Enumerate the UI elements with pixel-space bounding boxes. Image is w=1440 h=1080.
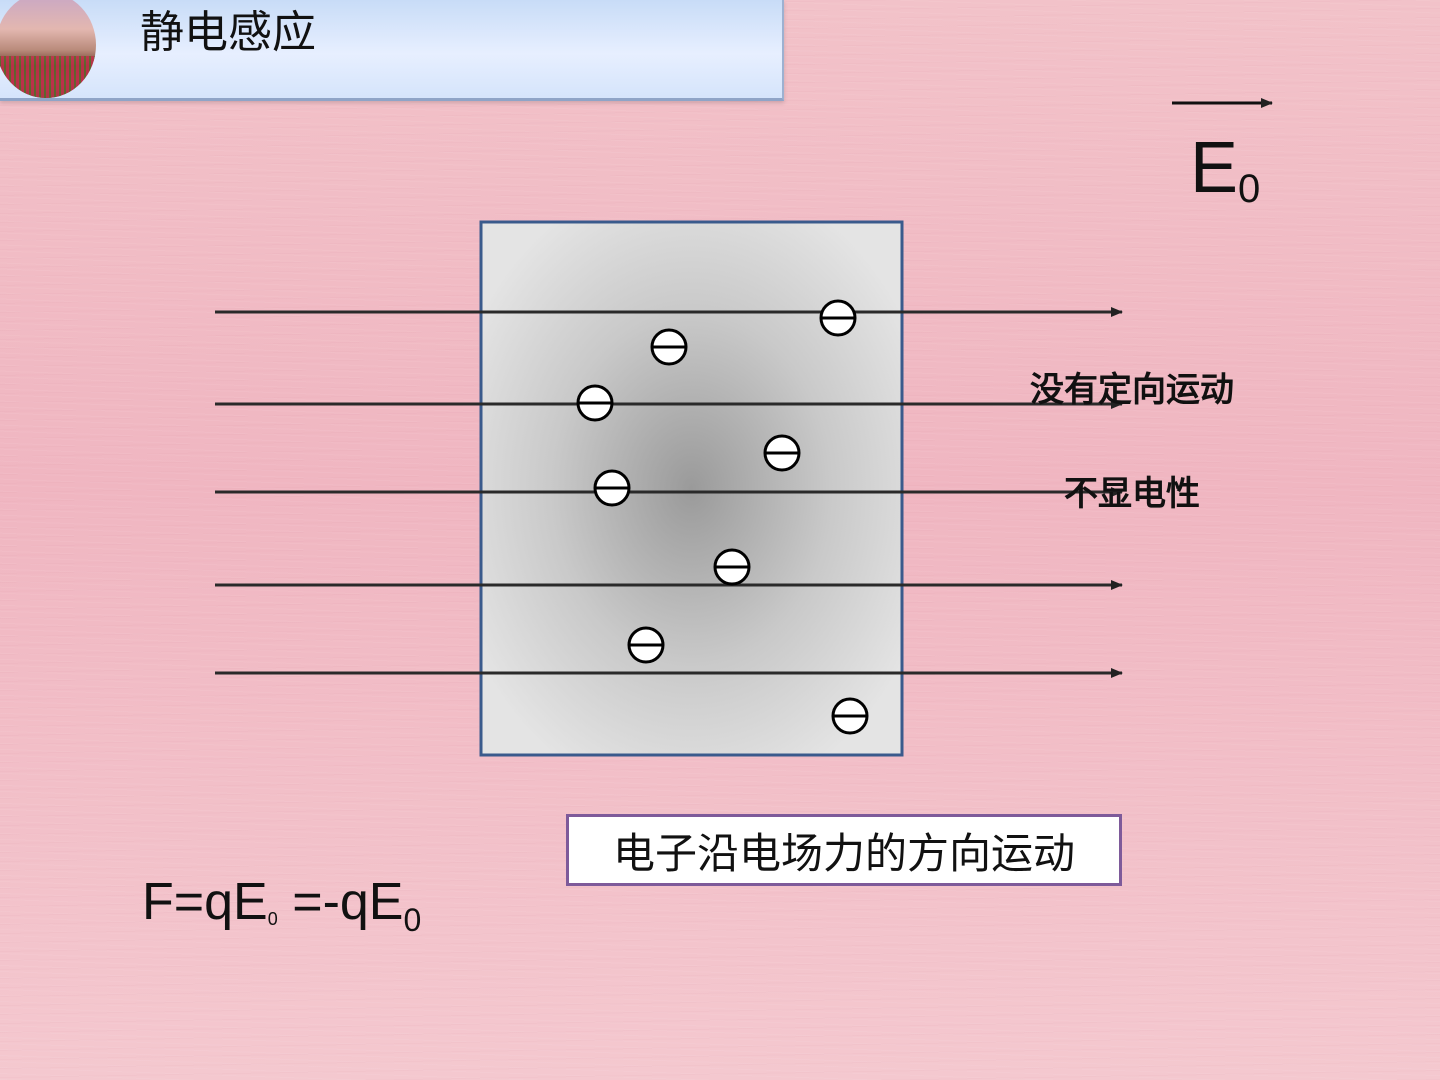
electron	[627, 626, 665, 664]
electron	[819, 299, 857, 337]
electron	[763, 434, 801, 472]
caption-box: 电子沿电场力的方向运动	[566, 814, 1122, 886]
field-symbol: E	[1190, 128, 1239, 208]
electron	[593, 469, 631, 507]
formula-main: F=qE	[142, 873, 268, 931]
note-no-net-charge: 不显电性	[1064, 474, 1200, 514]
electron	[831, 697, 869, 735]
electron	[576, 384, 614, 422]
note-no-directional-motion: 没有定向运动	[1030, 370, 1234, 410]
title-bar: 静电感应	[0, 0, 784, 101]
force-formula: F=qE0 =-qE0	[142, 872, 421, 939]
formula-rest: =-qE	[277, 873, 404, 931]
field-subscript: 0	[1238, 167, 1261, 211]
electron	[650, 328, 688, 366]
electron	[713, 548, 751, 586]
formula-sub1: 0	[267, 909, 278, 929]
page-title: 静电感应	[140, 7, 316, 58]
tulip-field-logo	[0, 0, 96, 98]
caption-text: 电子沿电场力的方向运动	[612, 828, 1075, 878]
formula-sub2: 0	[403, 902, 422, 938]
field-label-e0: E0	[1190, 128, 1260, 229]
